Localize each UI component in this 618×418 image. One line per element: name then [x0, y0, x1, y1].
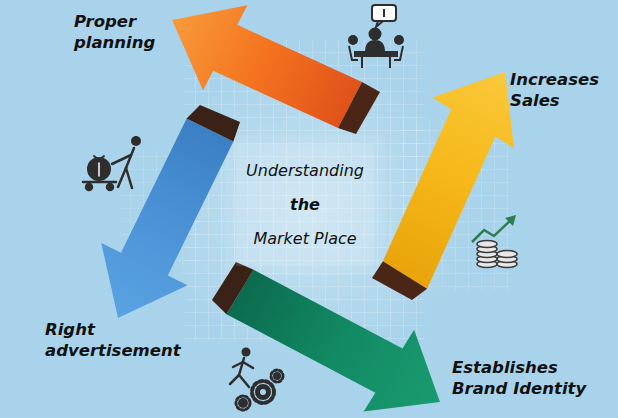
label-slot: Proper planning	[74, 12, 180, 53]
blue-arrow	[101, 119, 233, 318]
arrow-label: Proper planning	[74, 12, 180, 53]
arrow-label: Establishes Brand Identity	[452, 358, 606, 399]
arrow-label: Increases Sales	[510, 70, 610, 111]
cart-man-icon	[83, 136, 141, 190]
blue-fold	[187, 105, 240, 141]
yellow-fold	[372, 261, 427, 300]
green-fold	[212, 262, 254, 314]
center-panel: Understanding the Market Place	[236, 144, 374, 266]
arrow-label: Right advertisement	[45, 320, 195, 361]
label-slot: Right advertisement	[45, 320, 195, 361]
yellow-arrow	[383, 72, 514, 289]
label-slot: Establishes Brand Identity	[452, 358, 606, 399]
label-slot: Increases Sales	[510, 70, 610, 111]
coins-growth-icon	[472, 215, 517, 268]
runner-gears-icon	[230, 348, 283, 411]
orange-fold	[338, 82, 380, 134]
center-title: Understanding the Market Place	[246, 154, 364, 256]
green-arrow	[226, 270, 440, 412]
meeting-icon	[349, 5, 403, 68]
